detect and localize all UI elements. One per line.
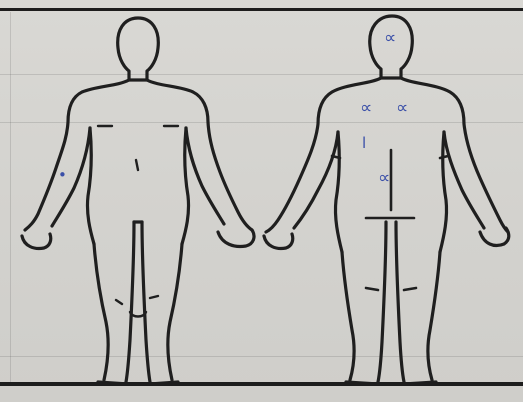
front-left-leg-inner (126, 222, 134, 382)
front-left-arm-outline (25, 80, 129, 230)
front-head-outline (118, 18, 159, 80)
front-right-inner-arm (186, 128, 224, 224)
back-right-arm-outline (401, 78, 508, 232)
back-left-hand (264, 234, 293, 249)
back-right-torso (440, 132, 447, 252)
bottom-border-line (0, 382, 523, 386)
back-right-leg-inner (396, 222, 404, 382)
back-left-leg-outer (342, 252, 354, 380)
front-right-leg-inner (142, 222, 150, 382)
back-right-leg-outer (428, 252, 440, 380)
front-left-hand (22, 234, 51, 249)
mark-back-upper-left: ∝ (360, 100, 372, 117)
front-right-leg-outer (168, 244, 182, 380)
back-body-figure (264, 16, 509, 384)
back-right-hand (480, 228, 509, 246)
tick-back-left: l (362, 136, 366, 151)
back-right-inner-arm (444, 132, 484, 228)
front-right-hand (218, 230, 254, 246)
front-left-leg-outer (94, 244, 108, 380)
mark-back-lower: ∝ (378, 170, 390, 187)
mark-back-upper-right: ∝ (396, 100, 408, 117)
mark-back-head: ∝ (384, 30, 396, 47)
front-right-arm-outline (147, 80, 252, 230)
dot-front-left-arm: • (58, 168, 67, 183)
back-left-torso (335, 132, 342, 252)
front-body-figure (22, 18, 254, 384)
back-left-leg-inner (378, 222, 386, 382)
